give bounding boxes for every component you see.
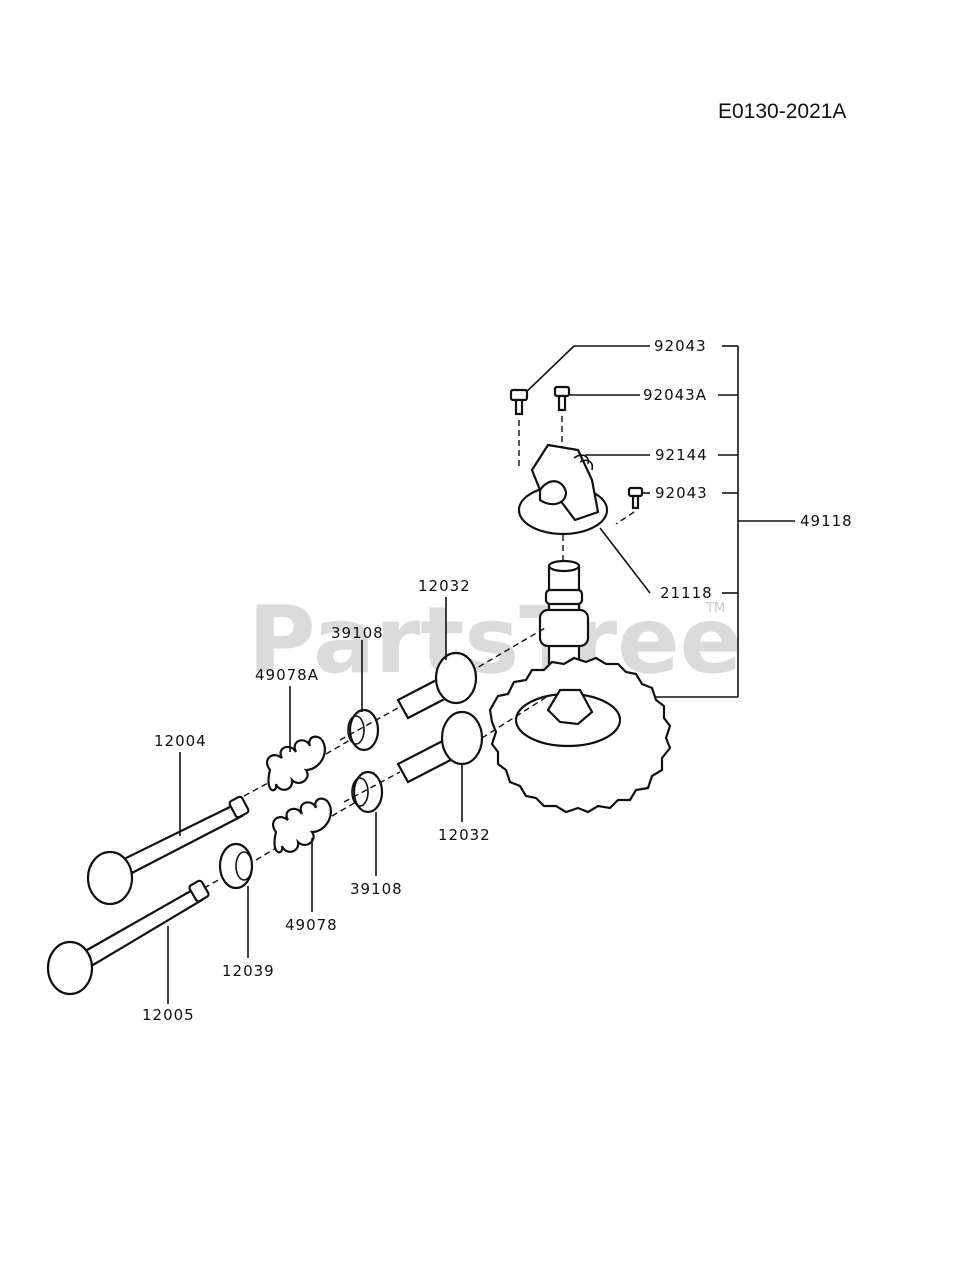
- bolt-92043-icon: [509, 388, 529, 470]
- callout-12039: 12039: [222, 962, 275, 980]
- callout-49078: 49078: [285, 916, 338, 934]
- axis-line-top: [469, 627, 546, 673]
- callout-92144: 92144: [655, 446, 708, 464]
- watermark-trademark: TM: [705, 601, 725, 616]
- callout-49078A: 49078A: [255, 666, 319, 684]
- callout-92043-top: 92043: [654, 337, 707, 355]
- callout-39108-bottom: 39108: [350, 880, 403, 898]
- retainer-39108-bottom-icon: [343, 770, 401, 814]
- callout-39108-top: 39108: [331, 624, 384, 642]
- assembly-bracket-49118: [640, 345, 795, 698]
- watermark: PartsTree: [248, 587, 742, 694]
- bolt-92043A-icon: [553, 385, 571, 450]
- leader-lines-lower: [167, 597, 463, 1004]
- axis-line-bottom: [481, 695, 549, 739]
- callout-12032-bottom: 12032: [438, 826, 491, 844]
- valve-12004-icon: [86, 795, 250, 906]
- callout-12004: 12004: [154, 732, 207, 750]
- cam-gear-icon: [488, 656, 672, 814]
- callout-92043A: 92043A: [643, 386, 707, 404]
- callout-49118: 49118: [800, 512, 853, 530]
- tappet-12032-bottom-icon: [396, 710, 484, 784]
- diagram-code: E0130-2021A: [718, 100, 846, 123]
- callout-12005: 12005: [142, 1006, 195, 1024]
- callout-21118: 21118: [660, 584, 713, 602]
- spring-49078-icon: [255, 797, 357, 861]
- spring-49078A-icon: [243, 735, 351, 797]
- leader-lines-top: [519, 345, 651, 594]
- bolt-92043-small-icon: [615, 486, 644, 525]
- retainer-39108-top-icon: [339, 707, 399, 752]
- callout-12032-top: 12032: [418, 577, 471, 595]
- retainer-12039-icon: [218, 842, 254, 890]
- valve-12005-icon: [46, 877, 223, 996]
- callout-92043-mid: 92043: [655, 484, 708, 502]
- tappet-12032-top-icon: [396, 651, 478, 720]
- governor-weight-21118-icon: [517, 443, 609, 560]
